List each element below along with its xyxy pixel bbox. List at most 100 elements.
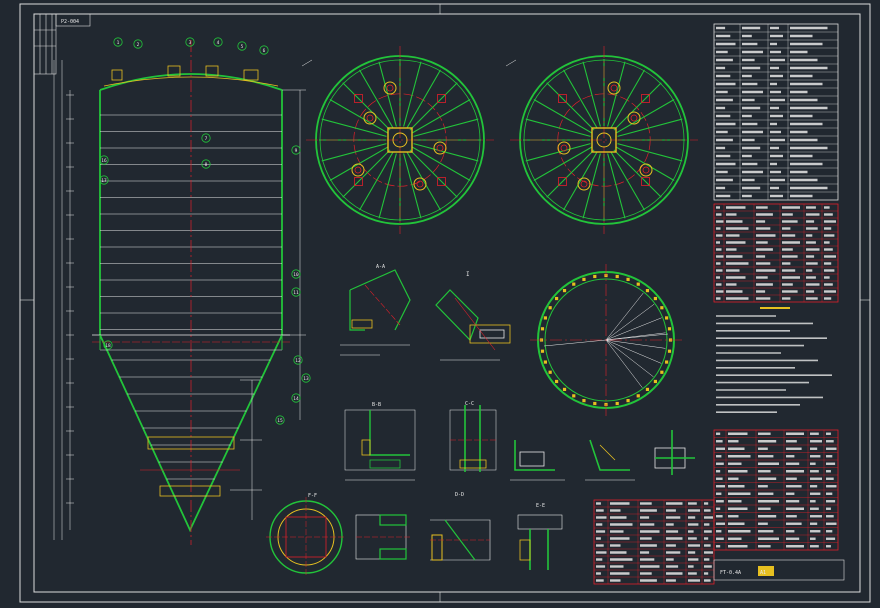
ring-bolt-hole — [548, 306, 552, 310]
vessel-shell — [99, 90, 283, 533]
ring-bolt-hole — [636, 282, 640, 286]
part-balloon — [213, 37, 223, 47]
ring-bolt-hole — [572, 282, 576, 286]
part-balloon-number: 16 — [101, 158, 107, 164]
part-balloon-number: 18 — [105, 343, 111, 349]
roof-rafter — [406, 69, 441, 129]
roof-rafter — [329, 99, 389, 134]
title-block-drawing-no: FT-0.4A — [720, 570, 741, 576]
title-block: FT-0.4A A1 — [713, 559, 845, 581]
part-balloon — [291, 287, 301, 297]
bottom-detail-support — [517, 514, 563, 570]
ring-bolt-hole — [554, 379, 559, 384]
roof-nozzle — [383, 81, 397, 95]
part-balloon-number: 15 — [277, 418, 283, 424]
roof-rafter — [613, 82, 662, 131]
roof-nozzle — [577, 177, 591, 191]
roof-rafter — [582, 153, 601, 219]
technical-notes — [716, 307, 832, 414]
ring-bolt-hole — [667, 327, 672, 331]
part-balloon — [185, 37, 195, 47]
nozzle-schedule-table — [713, 203, 839, 303]
top-view-plan — [301, 46, 494, 234]
roof-rafter — [617, 143, 683, 162]
part-balloon-number: 12 — [295, 358, 301, 364]
ring-bolt-hole — [548, 370, 552, 374]
roof-nozzle — [433, 141, 447, 155]
roof-nozzles — [111, 65, 259, 81]
part-balloon — [293, 355, 303, 365]
revision-strip — [33, 13, 91, 75]
roof-rafter — [409, 149, 458, 198]
roof-rafter — [403, 153, 422, 219]
ring-bolt-hole — [543, 316, 547, 320]
frame-margin-ticks — [20, 4, 870, 602]
section-labels: A-A B-B C-C D-D E-E F-F I — [308, 264, 545, 509]
roof-nozzle — [607, 81, 621, 95]
detail-b — [344, 409, 416, 481]
part-balloon — [201, 159, 211, 169]
ring-bolt-hole — [593, 274, 597, 279]
ring-bolt-hole — [626, 277, 630, 281]
roof-rafter — [563, 69, 598, 129]
roof-rafter — [411, 99, 471, 134]
title-block-sheet: A1 — [760, 570, 766, 576]
section-label-d: D-D — [455, 492, 464, 498]
vessel-roof — [99, 73, 283, 91]
section-label-a: A-A — [376, 264, 385, 270]
roof-nozzle — [557, 141, 571, 155]
part-balloon-number: 4 — [217, 40, 220, 46]
ring-bolt-hole — [665, 316, 669, 320]
ring-bolt-hole — [626, 399, 630, 403]
roof-rafter — [546, 82, 595, 131]
part-balloon — [259, 45, 269, 55]
sheet-outer-border — [19, 3, 871, 603]
detail-e — [585, 439, 635, 481]
ring-bolt-hole — [572, 394, 576, 398]
roof-rafter — [610, 69, 645, 129]
technical-characteristics-table — [713, 23, 839, 201]
ring-bolt-hole — [645, 288, 650, 293]
top-views — [301, 46, 698, 234]
roof-rafter — [413, 118, 479, 137]
roof-rafter — [610, 151, 645, 211]
section-label-b: B-B — [372, 402, 381, 408]
bottom-nozzle-section — [355, 514, 410, 560]
part-balloon-number: 13 — [303, 376, 309, 382]
roof-rafter — [607, 61, 626, 127]
roof-rafter — [342, 149, 391, 198]
part-balloon-number: 5 — [241, 44, 244, 50]
roof-rafter — [613, 149, 662, 198]
roof-nozzle — [639, 163, 653, 177]
top-view-plan — [505, 46, 698, 234]
ring-bolt-hole — [615, 274, 619, 279]
detail-d — [510, 440, 565, 481]
part-balloon — [291, 269, 301, 279]
ring-bolt-hole — [540, 327, 545, 331]
part-balloon — [201, 133, 211, 143]
roof-rafter — [413, 143, 479, 162]
ring-bolt-hole — [645, 387, 650, 392]
part-balloon-number: 17 — [101, 178, 107, 184]
ring-bolt-hole — [562, 387, 567, 392]
part-balloon-number: 11 — [293, 290, 299, 296]
section-label-i: I — [466, 271, 470, 278]
roof-rafter — [406, 151, 441, 211]
roof-rafter — [411, 146, 471, 181]
center-manhole — [591, 127, 617, 153]
part-balloon — [275, 415, 285, 425]
roof-nozzle — [413, 177, 427, 191]
detail-sections — [266, 269, 695, 577]
ring-plan-view — [530, 264, 682, 416]
roof-rafter — [359, 69, 394, 129]
part-balloon — [133, 39, 143, 49]
roof-rafter — [617, 118, 683, 137]
detail-f — [654, 430, 695, 475]
ring-bolt-hole — [653, 379, 658, 384]
ring-bolt-hole — [554, 296, 559, 301]
roof-rafter — [409, 82, 458, 131]
title-block-label-left: P2-004 — [61, 19, 79, 25]
roof-rafter — [321, 118, 387, 137]
